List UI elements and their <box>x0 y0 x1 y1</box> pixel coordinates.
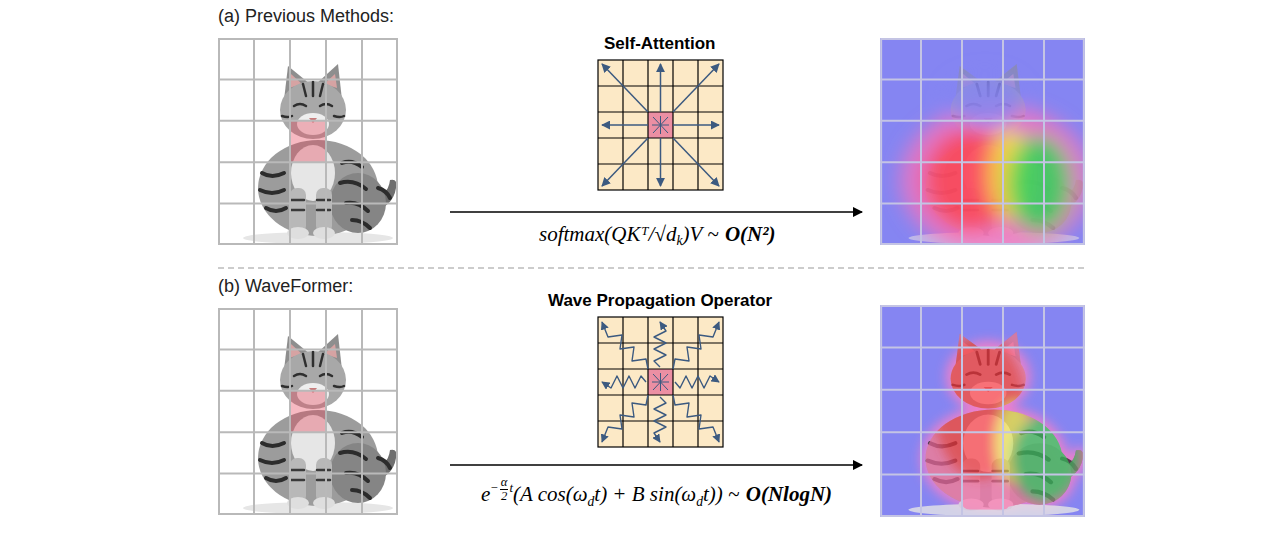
cat-photo <box>218 38 398 245</box>
formula: e−α2t(A cos(ωdt) + B sin(ωdt)) ~O(NlogN) <box>481 476 832 510</box>
cat-photo <box>218 308 398 515</box>
fraction-denominator: 2 <box>501 490 507 503</box>
formula-part: t)) ~ <box>703 482 739 506</box>
formula-part: (A cos(ω <box>513 482 588 506</box>
heatmap <box>880 305 1087 517</box>
operator-title: Self-Attention <box>604 34 715 54</box>
formula-part: O(NlogN) <box>746 482 832 506</box>
formula-part: e <box>481 482 490 506</box>
exponent: −α2t <box>490 476 513 502</box>
formula-part: d <box>696 494 703 509</box>
formula-part: − <box>490 481 499 495</box>
panel-label-text: (a) Previous Methods: <box>218 6 394 26</box>
attention-grid <box>598 60 723 190</box>
divider <box>218 267 1085 268</box>
wave-grid <box>598 317 723 447</box>
formula-part: d <box>587 494 594 509</box>
panel-label: (b) WaveFormer: <box>218 276 353 297</box>
panel-label: (a) Previous Methods: <box>218 6 394 27</box>
formula-part: softmax(QKᵀ/√d <box>539 222 676 246</box>
operator-title-text: Wave Propagation Operator <box>548 291 772 310</box>
formula-part: t <box>509 481 513 495</box>
operator-title-text: Self-Attention <box>604 34 715 53</box>
flow-arrow <box>450 211 862 213</box>
operator-title: Wave Propagation Operator <box>548 291 772 311</box>
flow-arrow <box>450 464 862 466</box>
formula-part: t) + B sin(ω <box>594 482 696 506</box>
formula-part: )V ~ <box>683 222 719 246</box>
panel-label-text: (b) WaveFormer: <box>218 276 353 296</box>
fraction: α2 <box>500 476 509 502</box>
formula-part: k <box>676 233 682 248</box>
formula-part: O(N²) <box>725 222 776 246</box>
heatmap <box>880 38 1092 256</box>
formula: softmax(QKᵀ/√dk)V ~O(N²) <box>539 222 776 249</box>
fraction-numerator: α <box>500 476 509 490</box>
